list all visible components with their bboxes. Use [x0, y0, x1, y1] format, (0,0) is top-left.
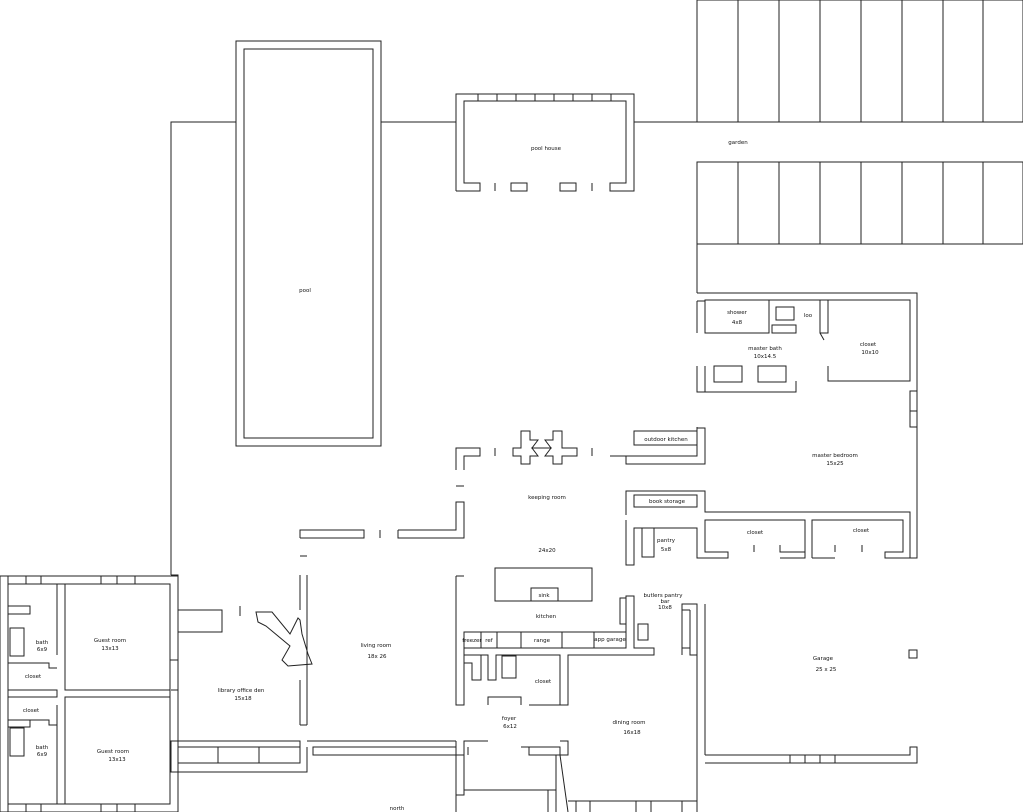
label-living-room: living room — [361, 643, 392, 649]
pool-house — [455, 93, 635, 192]
label-loo: loo — [804, 313, 813, 319]
label-master-closet: closet — [860, 342, 877, 348]
pool — [235, 40, 382, 447]
label-north: north — [390, 806, 405, 812]
label-shower-size: 4x8 — [732, 320, 743, 326]
label-master-bath: master bath — [748, 346, 782, 352]
label-shower: shower — [727, 310, 748, 316]
label-closet-a: closet — [747, 530, 764, 536]
label-foyer-size: 6x12 — [503, 724, 517, 730]
label-guest-closet-1: closet — [25, 674, 42, 680]
foyer-walls — [455, 740, 557, 812]
outdoor-kitchen — [610, 427, 706, 465]
label-guest-room-1-size: 13x13 — [101, 646, 119, 652]
label-garden: garden — [728, 140, 748, 146]
label-range: range — [534, 638, 551, 644]
label-library-size: 15x18 — [234, 696, 252, 702]
label-garage-size: 25 x 25 — [816, 667, 837, 673]
label-keeping-room: keeping room — [528, 495, 566, 501]
label-bar: bar — [660, 599, 670, 605]
label-kitchen: kitchen — [536, 614, 557, 620]
label-bath-1: bath — [36, 640, 49, 646]
label-pool-house: pool house — [531, 146, 562, 152]
label-bath-1-size: 6x9 — [37, 647, 48, 653]
label-master-bedroom-size: 15x25 — [826, 461, 844, 467]
label-master-bedroom: master bedroom — [812, 453, 858, 459]
label-butlers-pantry: butlers pantry — [644, 593, 684, 599]
label-garage: Garage — [813, 656, 834, 662]
label-pantry: pantry — [657, 538, 676, 544]
keeping-room-walls — [455, 430, 593, 487]
label-butlers-pantry-size: 10x8 — [658, 605, 672, 611]
dining-room-walls — [521, 604, 706, 812]
south-wall — [170, 574, 469, 773]
label-pool: pool — [299, 288, 311, 294]
label-bath-2: bath — [36, 745, 49, 751]
label-closet-b: closet — [853, 528, 870, 534]
master-suite-walls — [696, 292, 918, 559]
guest-wing-walls — [0, 575, 179, 812]
label-freezer: freezer — [462, 638, 482, 644]
label-guest-room-2-size: 13x13 — [108, 757, 126, 763]
book-storage-and-closets — [625, 490, 911, 566]
fireplace — [239, 606, 313, 667]
site-outline — [170, 121, 698, 575]
label-living-room-size: 18x 26 — [367, 654, 387, 660]
label-guest-room-1: Guest room — [94, 638, 126, 644]
kitchen-walls — [455, 567, 698, 706]
label-ref: ref — [485, 638, 494, 644]
room-labels: pool pool house garden shower 4x8 loo ma… — [23, 140, 879, 812]
label-pantry-size: 5x8 — [661, 547, 672, 553]
label-foyer: foyer — [502, 716, 517, 722]
label-master-bath-size: 10x14.5 — [754, 354, 777, 360]
label-guest-closet-2: closet — [23, 708, 40, 714]
label-dining-room: dining room — [613, 720, 646, 726]
label-master-closet-size: 10x10 — [861, 350, 879, 356]
label-book-storage: book storage — [649, 499, 686, 505]
garage-walls — [619, 597, 918, 764]
label-keeping-room-size: 24x20 — [538, 548, 556, 554]
label-bath-2-size: 6x9 — [37, 752, 48, 758]
label-sink: sink — [538, 593, 550, 599]
label-dining-room-size: 16x18 — [623, 730, 641, 736]
living-room-walls — [299, 501, 465, 726]
label-library: library office den — [218, 688, 265, 694]
label-outdoor-kitchen: outdoor kitchen — [644, 437, 688, 443]
label-foyer-closet: closet — [535, 679, 552, 685]
garden-beds — [696, 0, 1023, 245]
label-guest-room-2: Guest room — [97, 749, 129, 755]
label-app-garage: app garage — [594, 637, 626, 643]
